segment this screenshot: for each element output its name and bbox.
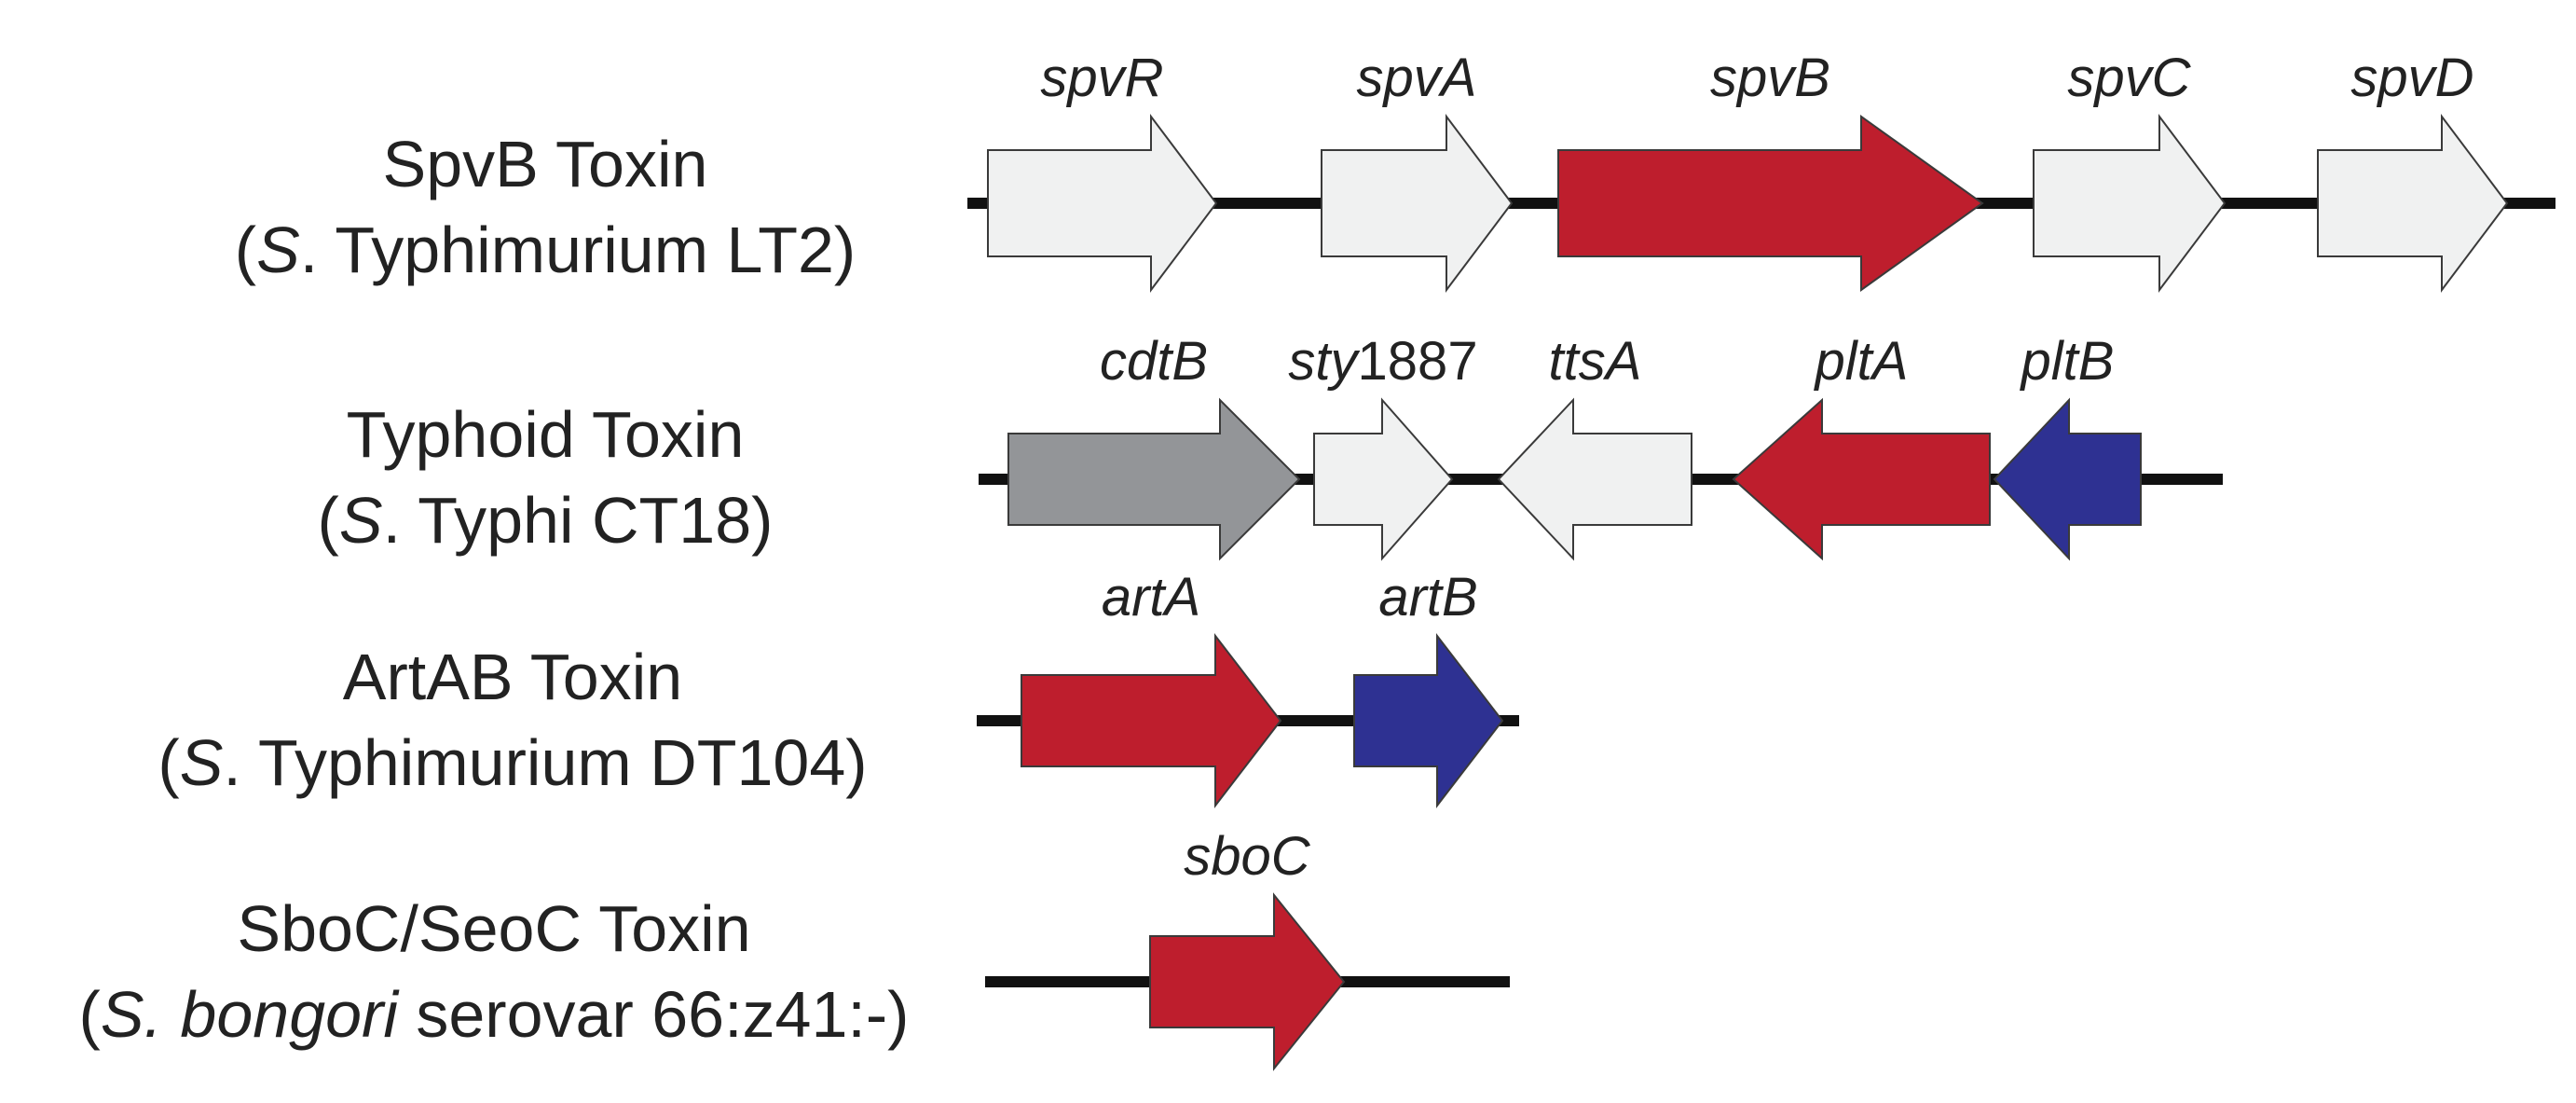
- gene-label-pltB: pltB: [2020, 331, 2115, 392]
- gene-label-spvR: spvR: [1040, 48, 1163, 108]
- organism-name: (S. Typhimurium DT104): [158, 726, 868, 799]
- gene-arrow-spvD: [2317, 114, 2509, 293]
- toxin-name: Typhoid Toxin: [346, 398, 745, 471]
- gene-arrow-sboC: [1149, 892, 1346, 1071]
- organism-name: (S. Typhi CT18): [317, 484, 774, 557]
- gene-label-spvA: spvA: [1357, 48, 1477, 108]
- toxin-name: SboC/SeoC Toxin: [237, 892, 751, 965]
- gene-arrow-spvC: [2033, 114, 2227, 293]
- gene-label-spvD: spvD: [2350, 48, 2473, 108]
- organism-name: (S. Typhimurium LT2): [234, 214, 856, 286]
- gene-arrow-cdtB: [1007, 397, 1301, 561]
- gene-arrow-pltA: [1732, 397, 1991, 561]
- gene-label-sboC: sboC: [1184, 826, 1311, 887]
- gene-arrow-pltB: [1993, 397, 2142, 561]
- gene-label-cdtB: cdtB: [1100, 331, 1208, 392]
- gene-label-artA: artA: [1102, 567, 1200, 627]
- toxin-name: ArtAB Toxin: [342, 641, 683, 713]
- organism-name: (S. bongori serovar 66:z41:-): [78, 978, 910, 1051]
- row-label-spvb: SpvB Toxin (S. Typhimurium LT2): [177, 121, 913, 293]
- row-label-typhoid: Typhoid Toxin (S. Typhi CT18): [177, 392, 913, 563]
- row-label-artab: ArtAB Toxin (S. Typhimurium DT104): [47, 634, 979, 806]
- gene-label-spvB: spvB: [1710, 48, 1830, 108]
- gene-label-ttsA: ttsA: [1549, 331, 1642, 392]
- gene-arrow-spvR: [987, 114, 1218, 293]
- gene-label-sty1887: sty1887: [1288, 331, 1477, 392]
- gene-label-spvC: spvC: [2067, 48, 2191, 108]
- gene-label-artB: artB: [1378, 567, 1477, 627]
- row-label-sboc: SboC/SeoC Toxin (S. bongori serovar 66:z…: [0, 886, 988, 1057]
- gene-arrow-artA: [1021, 633, 1282, 808]
- gene-arrow-sty1887: [1313, 397, 1454, 561]
- gene-arrow-spvB: [1557, 115, 1984, 292]
- toxin-name: SpvB Toxin: [382, 128, 708, 200]
- gene-arrow-ttsA: [1497, 397, 1692, 561]
- gene-arrow-spvA: [1321, 114, 1514, 293]
- gene-label-pltA: pltA: [1814, 331, 1909, 392]
- gene-arrow-artB: [1353, 633, 1504, 808]
